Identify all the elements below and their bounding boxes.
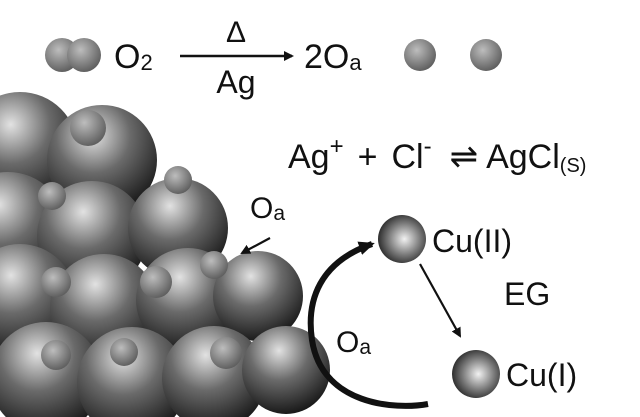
silver-particle-icon (0, 322, 102, 417)
silver-particle-icon (77, 327, 187, 417)
cycle-oa-label: Oa (336, 326, 371, 359)
cu2-label: Cu(II) (432, 223, 512, 259)
oa-atom-icon (470, 39, 502, 71)
oa-atom-icon (404, 39, 436, 71)
heat-symbol: Δ (226, 16, 246, 49)
surface-oa-label: Oa (250, 192, 285, 225)
reduction-arrow (419, 263, 461, 338)
adsorbed-oxygen-icon (164, 166, 192, 194)
eg-label: EG (504, 276, 550, 312)
adsorbed-oxygen-icon (41, 340, 71, 370)
silver-particle-icon (242, 326, 330, 414)
cu2-sphere-icon (378, 215, 426, 263)
o2-molecule-atom-right-icon (67, 38, 101, 72)
adsorbed-oxygen-icon (200, 251, 228, 279)
reaction-1: O2 Δ Ag 2Oa (45, 16, 502, 100)
surface-oa-arrow (240, 237, 271, 254)
adsorbed-oxygen-icon (110, 338, 138, 366)
adsorbed-oxygen-icon (140, 266, 172, 298)
agcl-equilibrium: Ag++Cl-⇌AgCl(S) (288, 133, 586, 177)
copper-cycle: Cu(II) EG Cu(I) Oa (307, 215, 577, 409)
o2-formula: O2 (114, 38, 153, 76)
silver-surface (0, 92, 330, 417)
cu1-sphere-icon (452, 350, 500, 398)
adsorbed-oxygen-icon (38, 182, 66, 210)
catalyst-label: Ag (216, 64, 255, 100)
adsorbed-oxygen-icon (41, 267, 71, 297)
adsorbed-oxygen-icon (70, 110, 106, 146)
cu1-label: Cu(I) (506, 357, 577, 393)
oxidation-curved-arrow (307, 241, 429, 409)
silver-particle-icon (213, 251, 303, 341)
oa-product-formula: 2Oa (304, 38, 362, 76)
adsorbed-oxygen-icon (210, 337, 242, 369)
